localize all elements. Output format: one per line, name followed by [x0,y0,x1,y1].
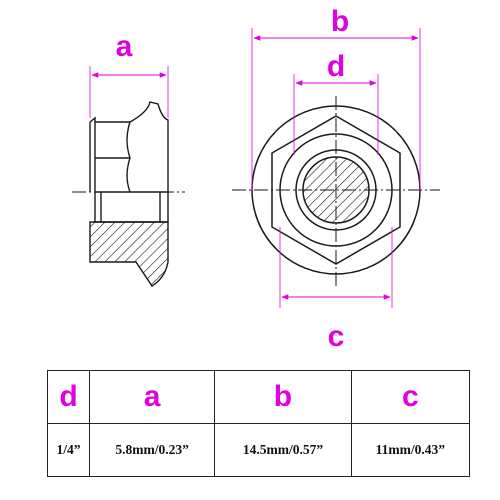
header-a: a [89,370,215,424]
header-b: b [214,370,352,424]
side-hex-body [94,101,169,193]
nut-diagram: a b d c [72,5,440,353]
label-c: c [328,320,345,353]
table-header-row: d a b c [47,370,470,424]
spec-table: d a b c 1/4” 5.8mm/0.23” 14.5mm/0.57” 11… [47,370,470,477]
dimension-d: d [293,50,379,155]
side-view [89,101,169,223]
side-lower-body [94,192,169,223]
header-c: c [350,370,470,424]
side-section-hatch [89,221,169,287]
value-b: 14.5mm/0.57” [214,423,352,477]
value-a: 5.8mm/0.23” [89,423,215,477]
label-b: b [331,5,349,38]
dimension-a: a [89,30,169,118]
dimension-b: b [251,5,421,190]
label-d: d [327,50,345,83]
dimension-c: c [279,227,393,353]
value-c: 11mm/0.43” [350,423,470,477]
label-a: a [116,30,133,63]
value-d: 1/4” [56,442,81,457]
header-d: d [47,370,90,424]
table-row: 1/4” 5.8mm/0.23” 14.5mm/0.57” 11mm/0.43” [48,423,470,477]
